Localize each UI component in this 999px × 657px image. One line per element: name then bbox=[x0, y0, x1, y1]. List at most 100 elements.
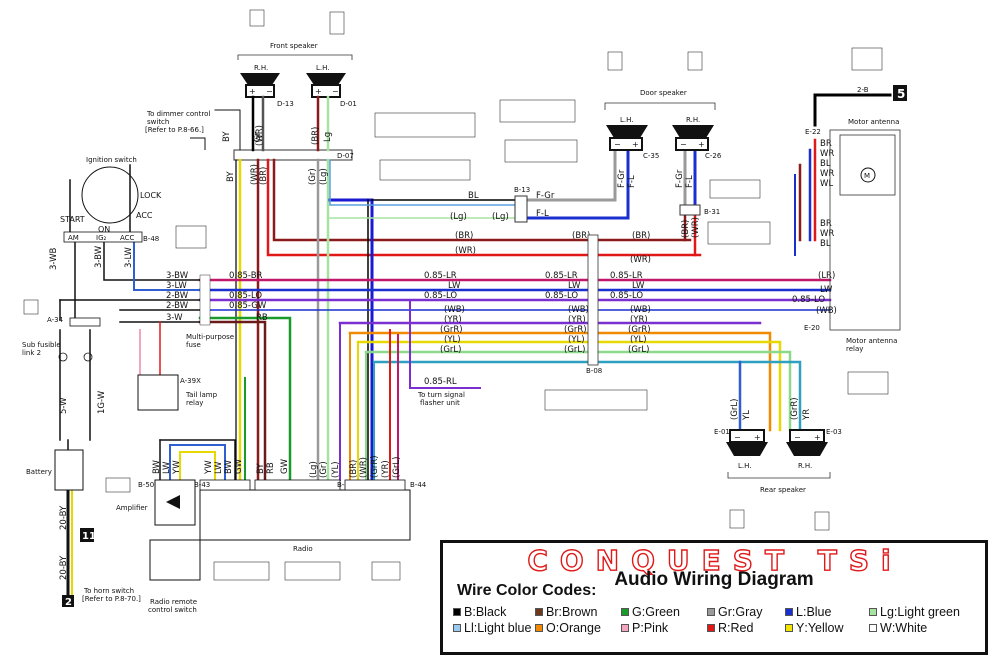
svg-text:BY: BY bbox=[222, 131, 232, 142]
color-name: Yellow bbox=[807, 621, 844, 635]
svg-text:WL: WL bbox=[820, 179, 833, 189]
svg-text:C-35: C-35 bbox=[643, 152, 659, 160]
brand-logo: CONQUEST TSi bbox=[527, 545, 892, 575]
color-code: Gr bbox=[718, 605, 732, 619]
svg-text:R.H.: R.H. bbox=[798, 462, 812, 470]
color-swatch-icon bbox=[785, 624, 793, 632]
svg-text:(WB): (WB) bbox=[568, 305, 589, 315]
svg-text:3-LW: 3-LW bbox=[124, 247, 134, 268]
svg-text:(GrL): (GrL) bbox=[628, 345, 649, 355]
front-rh-label: R.H. bbox=[254, 64, 268, 72]
svg-text:flasher unit: flasher unit bbox=[420, 399, 460, 407]
ref-box-2 bbox=[62, 595, 74, 607]
color-code-gr: Gr: Gray bbox=[707, 605, 785, 619]
svg-text:IG₂: IG₂ bbox=[96, 234, 106, 242]
svg-text:(BR): (BR) bbox=[572, 231, 590, 241]
svg-text:AM: AM bbox=[68, 234, 79, 242]
svg-text:relay: relay bbox=[846, 345, 863, 353]
color-swatch-icon bbox=[707, 624, 715, 632]
svg-text:BW: BW bbox=[224, 459, 234, 474]
svg-text:+: + bbox=[632, 140, 639, 149]
b08-connector bbox=[587, 234, 599, 366]
svg-text:Door speaker: Door speaker bbox=[640, 89, 687, 97]
svg-text:F-Gr: F-Gr bbox=[536, 191, 555, 201]
svg-text:B-50: B-50 bbox=[138, 481, 154, 489]
svg-text:LW: LW bbox=[448, 281, 461, 291]
svg-text:(YL): (YL) bbox=[630, 335, 647, 345]
color-name: Light blue bbox=[477, 621, 532, 635]
svg-text:(GrR): (GrR) bbox=[790, 397, 800, 420]
svg-text:R.H.: R.H. bbox=[686, 116, 700, 124]
motor-antenna-relay-box bbox=[829, 129, 901, 331]
svg-text:RB: RB bbox=[256, 313, 268, 323]
color-name: Orange bbox=[559, 621, 601, 635]
svg-text:(WB): (WB) bbox=[816, 306, 837, 316]
wire-layer bbox=[59, 93, 892, 602]
svg-text:LW: LW bbox=[632, 281, 645, 291]
b43-connector bbox=[199, 479, 251, 491]
svg-text:0.85-LO: 0.85-LO bbox=[792, 295, 825, 305]
battery-icon bbox=[54, 449, 84, 491]
svg-text:Rear speaker: Rear speaker bbox=[760, 486, 806, 494]
svg-text:RB: RB bbox=[266, 462, 276, 474]
d07-connector bbox=[233, 149, 353, 161]
svg-text:BR: BR bbox=[820, 139, 832, 149]
svg-text:B-43: B-43 bbox=[194, 481, 210, 489]
color-code-separator: : bbox=[893, 605, 898, 619]
color-swatch-icon bbox=[707, 608, 715, 616]
svg-text:YW: YW bbox=[204, 460, 214, 475]
svg-text:(BR): (BR) bbox=[259, 167, 269, 185]
svg-text:(WR): (WR) bbox=[250, 164, 260, 185]
svg-text:(BR): (BR) bbox=[632, 231, 650, 241]
color-code-separator: : bbox=[640, 621, 644, 635]
svg-text:E-22: E-22 bbox=[805, 128, 821, 136]
svg-text:switch: switch bbox=[147, 118, 169, 126]
d13-label: D-13 bbox=[277, 100, 294, 108]
color-swatch-icon bbox=[453, 624, 461, 632]
svg-text:11: 11 bbox=[82, 531, 96, 542]
svg-text:(YL): (YL) bbox=[444, 335, 461, 345]
color-code: P bbox=[632, 621, 641, 635]
svg-text:2-B: 2-B bbox=[857, 86, 869, 94]
svg-text:Multi-purpose: Multi-purpose bbox=[186, 333, 234, 341]
color-code: L bbox=[796, 605, 803, 619]
svg-text:2: 2 bbox=[65, 597, 72, 608]
svg-text:B-48: B-48 bbox=[143, 235, 159, 243]
svg-text:START: START bbox=[60, 215, 85, 224]
svg-text:YL: YL bbox=[742, 410, 752, 421]
svg-text:GW: GW bbox=[234, 458, 244, 474]
svg-text:GW: GW bbox=[280, 458, 290, 474]
rear-lh-speaker-icon bbox=[726, 442, 768, 456]
svg-text:(WR): (WR) bbox=[630, 255, 651, 265]
color-name: White bbox=[895, 621, 928, 635]
svg-text:(WR): (WR) bbox=[255, 125, 265, 146]
front-speaker-group: Front speaker R.H. L.H. +− +− D-13 D-01 bbox=[237, 42, 357, 108]
svg-text:+: + bbox=[249, 87, 256, 96]
svg-text:0.85-LO: 0.85-LO bbox=[424, 291, 457, 301]
color-code-separator: : bbox=[558, 605, 562, 619]
svg-text:ACC: ACC bbox=[120, 234, 135, 242]
svg-text:LW: LW bbox=[568, 281, 581, 291]
svg-text:(WB): (WB) bbox=[444, 305, 465, 315]
svg-text:(YR): (YR) bbox=[381, 460, 391, 478]
svg-text:(GrL): (GrL) bbox=[440, 345, 461, 355]
door-rh-speaker-icon bbox=[672, 125, 714, 138]
svg-text:−: − bbox=[680, 140, 687, 149]
svg-text:link 2: link 2 bbox=[22, 349, 41, 357]
svg-text:(GrR): (GrR) bbox=[370, 455, 380, 478]
color-code-p: P: Pink bbox=[621, 621, 707, 635]
color-code: Br bbox=[546, 605, 559, 619]
svg-text:F-L: F-L bbox=[536, 209, 549, 219]
svg-text:0.85-LR: 0.85-LR bbox=[424, 271, 457, 281]
color-code: R bbox=[718, 621, 728, 635]
color-swatch-icon bbox=[621, 608, 629, 616]
svg-text:B-31: B-31 bbox=[704, 208, 720, 216]
svg-text:−: − bbox=[734, 433, 741, 442]
color-code: G bbox=[632, 605, 642, 619]
front-lh-label: L.H. bbox=[316, 64, 330, 72]
color-name: Black bbox=[475, 605, 507, 619]
color-code: Lg bbox=[880, 605, 894, 619]
svg-text:(WR): (WR) bbox=[359, 457, 369, 478]
svg-text:E-01: E-01 bbox=[714, 428, 730, 436]
svg-text:F-Gr: F-Gr bbox=[617, 169, 627, 188]
